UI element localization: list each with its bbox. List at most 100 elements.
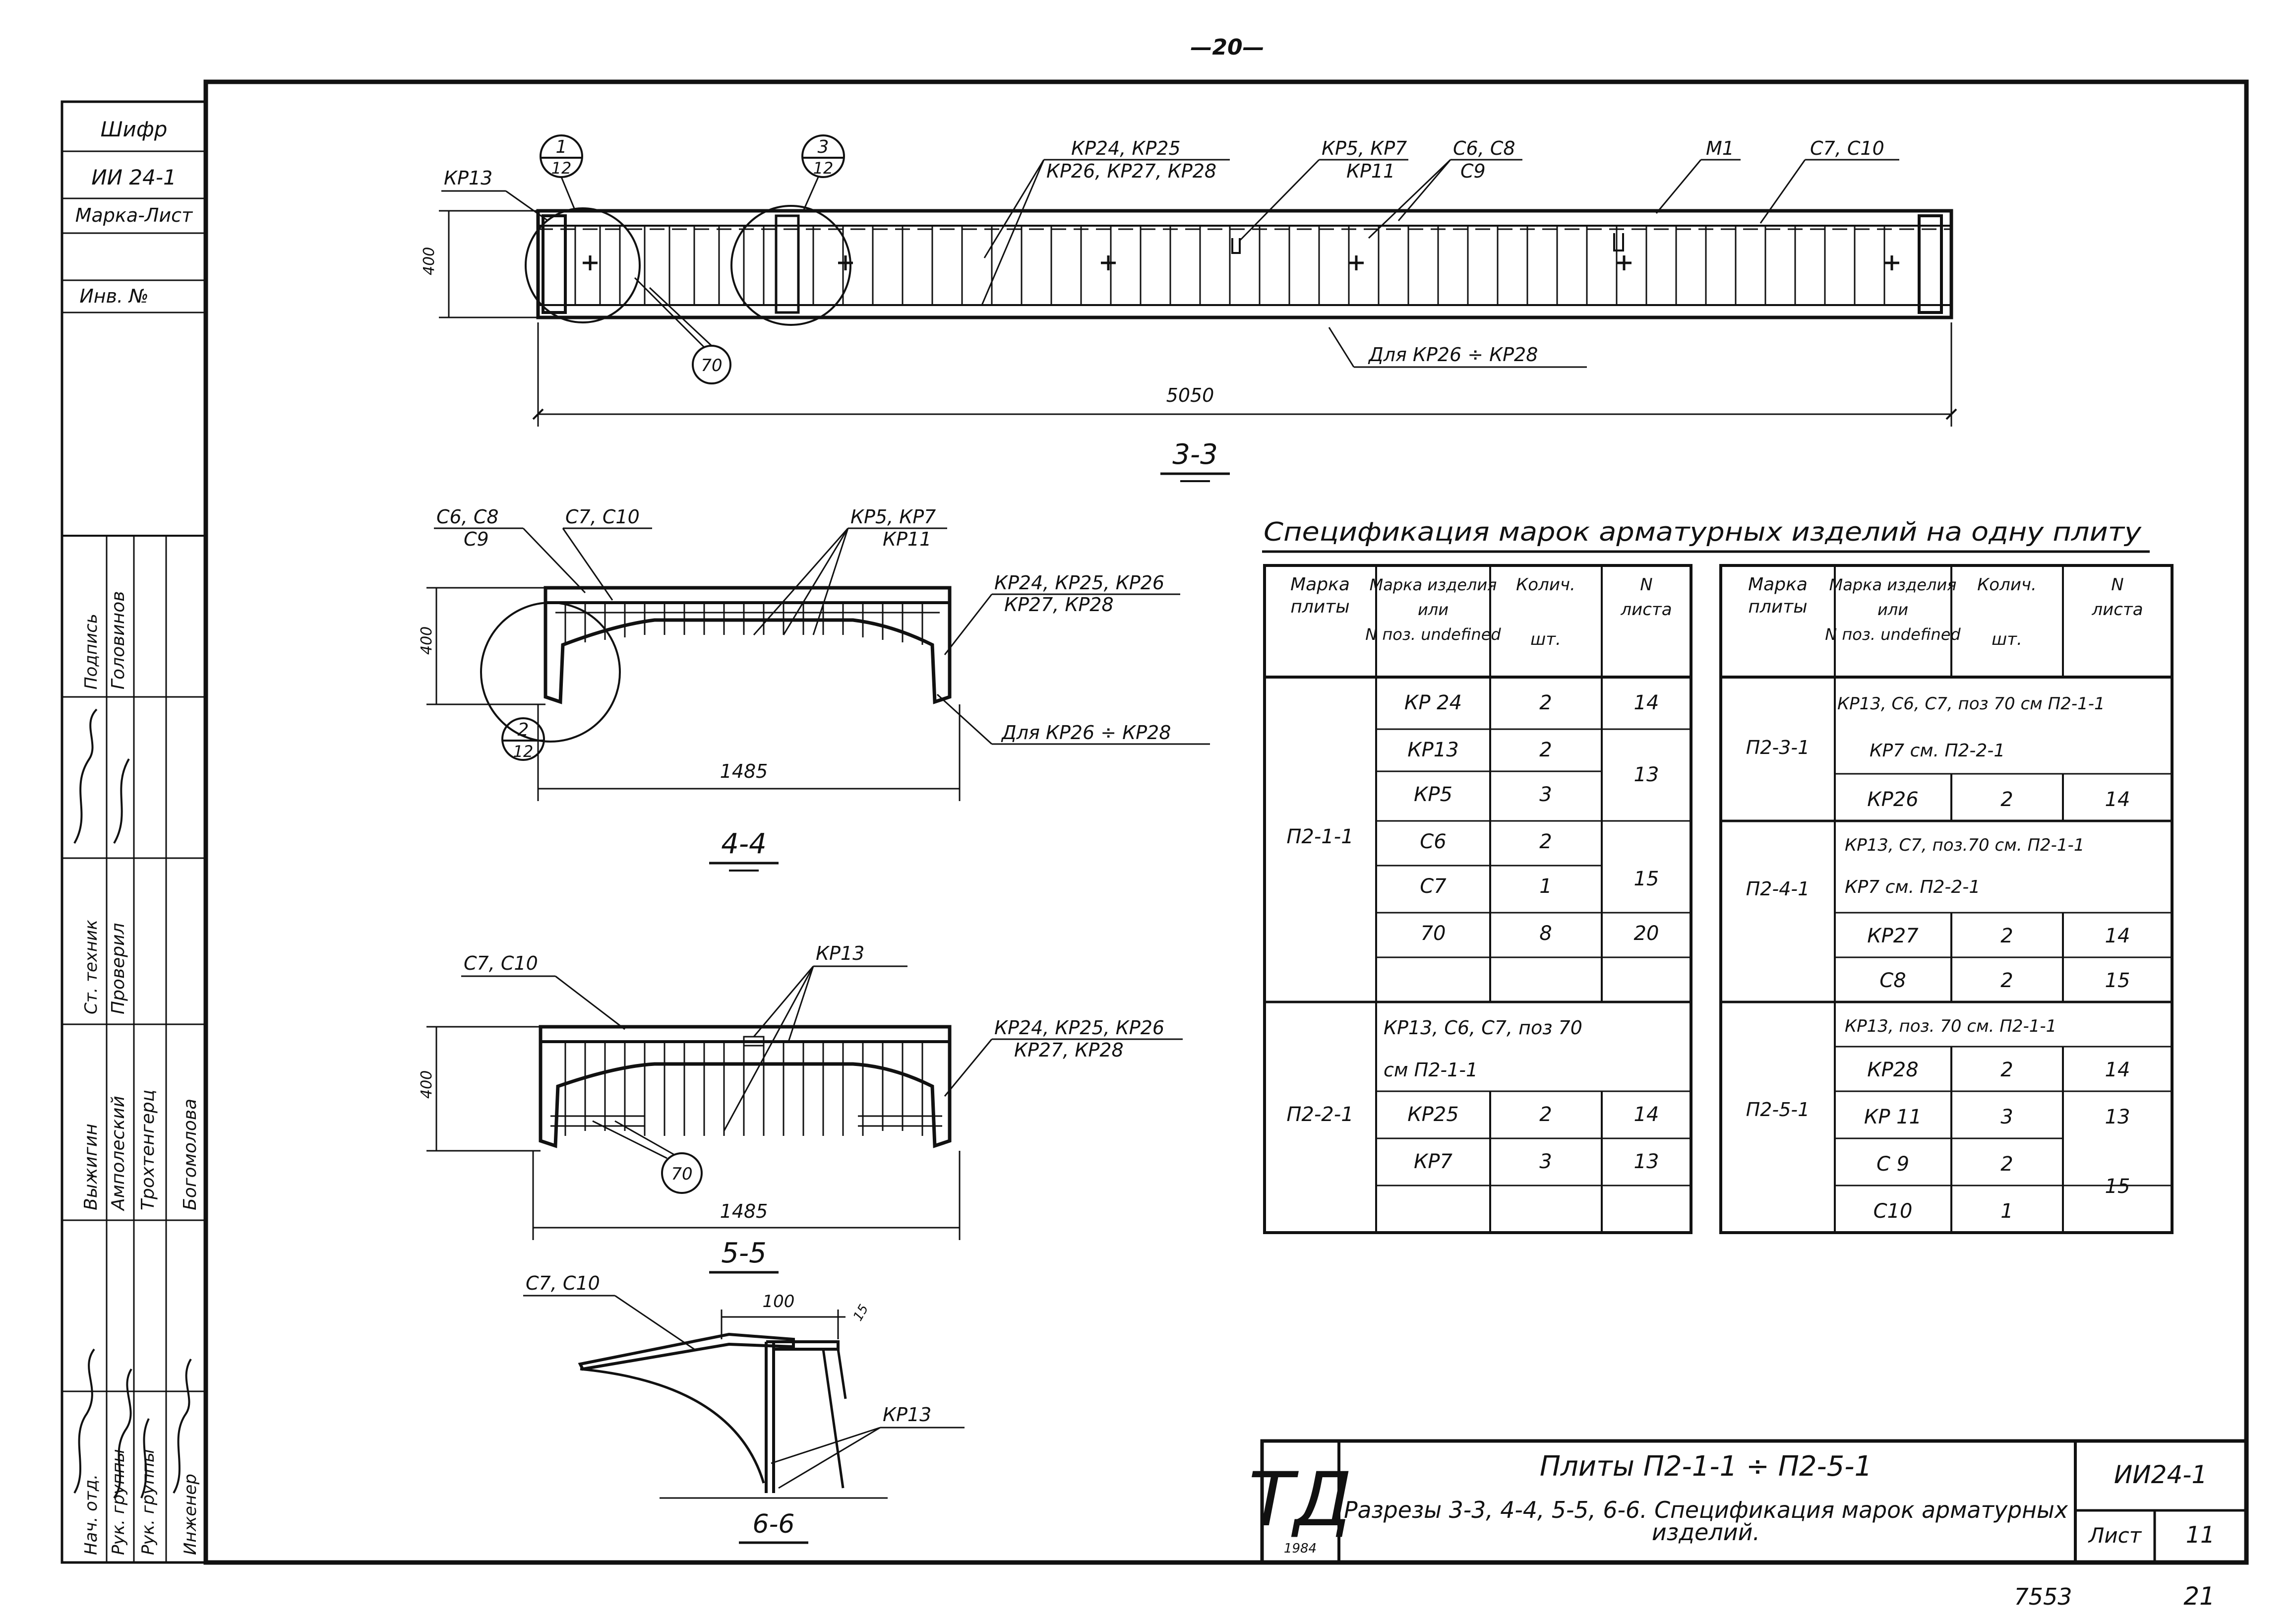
side-stamp: Шифр ИИ 24-1 Марка-Лист Инв. № Нач. отд.…	[60, 100, 207, 1564]
label-kr24-26-4: КР24, КР25, КР26	[994, 572, 1164, 594]
cipher-value: ИИ 24-1	[91, 165, 177, 189]
spec-qty: 3	[2000, 1106, 2013, 1128]
section-4-4: 2 12 С6, С8 С9 С7, С10 КР5, КР7 КР11 КР2…	[418, 506, 1210, 872]
spec-item: КР 24	[1404, 691, 1462, 714]
title-main: Плиты П2-1-1 ÷ П2-5-1	[1540, 1450, 1872, 1483]
label-c7-c10-5: С7, С10	[464, 952, 538, 974]
role-name-5: Проверил	[108, 923, 128, 1014]
spec-item: С10	[1873, 1200, 1913, 1223]
callout-2-bottom: 12	[513, 742, 534, 761]
spec-sheet: 14	[1634, 691, 1659, 714]
header-qty: шт.	[1992, 629, 2022, 649]
dim-width-4-4: 1485	[720, 760, 768, 782]
header-sheet: N	[1640, 575, 1652, 595]
signature-2	[140, 1358, 192, 1498]
spec-title: Спецификация марок арматурных изделий на…	[1264, 517, 2142, 547]
spec-sheet: 13	[1634, 1150, 1659, 1173]
spec-note: КР13, С7, поз.70 см. П2-1-1	[1845, 835, 2084, 855]
spec-item: КР28	[1867, 1059, 1918, 1081]
spec-qty: 2	[1539, 739, 1552, 761]
spec-sheet: 14	[1634, 1103, 1659, 1126]
logo-year: 1984	[1284, 1541, 1317, 1556]
spec-item: 70	[1421, 922, 1446, 945]
spec-sheet: 13	[1634, 763, 1659, 786]
spec-qty: 2	[1539, 1103, 1552, 1126]
label-kr24-26-5: КР24, КР25, КР26	[994, 1017, 1164, 1039]
label-kr26-28: КР26, КР27, КР28	[1046, 160, 1216, 182]
dim-height-5-5: 400	[418, 1070, 435, 1099]
role-title-1: Нач. отд.	[81, 1474, 101, 1555]
header-plate: Марка	[1748, 574, 1808, 595]
label-c7-c10: С7, С10	[1810, 137, 1884, 159]
spec-item: С6	[1420, 830, 1446, 853]
callout-1-bottom: 12	[551, 159, 572, 178]
spec-item: С7	[1420, 875, 1447, 898]
spec-sheet: 15	[1634, 868, 1659, 890]
label-kr24-25: КР24, КР25	[1071, 137, 1181, 159]
doc-code: ИИ24-1	[2114, 1460, 2207, 1489]
section-title-4-4: 4-4	[721, 828, 766, 860]
pos70-label: 70	[701, 356, 722, 375]
label-kr5-kr7: КР5, КР7	[1322, 137, 1407, 159]
spec-qty: 2	[1539, 691, 1552, 714]
pos70-label-5: 70	[671, 1164, 692, 1184]
spec-item: КР7	[1414, 1150, 1453, 1173]
dim-width-5-5: 1485	[720, 1200, 768, 1222]
spec-qty: 2	[2000, 969, 2013, 992]
spec-sheet: 14	[2105, 788, 2130, 811]
spec-tables: Спецификация марок арматурных изделий на…	[1262, 517, 2174, 1234]
label-kr27-28-5: КР27, КР28	[1014, 1039, 1124, 1061]
role-name-1: Выжигин	[81, 1124, 101, 1210]
mark-sheet-label: Марка-Лист	[75, 204, 193, 226]
spec-note: КР13, С6, С7, поз 70 см П2-1-1	[1837, 694, 2105, 714]
role-name-6: Головинов	[108, 591, 128, 689]
sheet-label: Лист	[2088, 1523, 2142, 1548]
spec-qty: 1	[1539, 875, 1552, 898]
title-block: ТД 1984 Плиты П2-1-1 ÷ П2-5-1 Разрезы 3-…	[1249, 1439, 2248, 1564]
signature-3	[73, 708, 130, 844]
role-title-6: Подпись	[81, 614, 101, 689]
role-name-4: Богомолова	[180, 1099, 200, 1210]
spec-note: КР13, поз. 70 см. П2-1-1	[1845, 1016, 2056, 1036]
spec-item: КР26	[1867, 788, 1918, 811]
spec-item: КР13	[1407, 739, 1458, 761]
footer-ref-2: 21	[2183, 1582, 2215, 1611]
spec-qty: 8	[1539, 922, 1552, 945]
label-kr5-kr7-4: КР5, КР7	[850, 506, 936, 528]
spec-item: КР 11	[1864, 1106, 1922, 1128]
callout-2-top: 2	[518, 720, 529, 740]
spec-qty: 3	[1539, 1150, 1552, 1173]
header-sheet: N	[2111, 575, 2123, 595]
logo-td: ТД	[1249, 1457, 1352, 1543]
label-kr13-5: КР13	[816, 942, 864, 964]
role-name-2: Амполеский	[108, 1096, 128, 1211]
spec-qty: 1	[2000, 1200, 2013, 1223]
label-kr13-6: КР13	[883, 1404, 931, 1426]
section-6-6: 100 15 С7, С10 КР13 6-6	[523, 1272, 965, 1544]
label-kr11: КР11	[1346, 160, 1395, 182]
callout-3-top: 3	[818, 137, 829, 157]
callout-3-bottom: 12	[813, 159, 834, 178]
spec-plate: П2-1-1	[1286, 825, 1353, 848]
title-subtitle-1: Разрезы 3-3, 4-4, 5-5, 6-6. Спецификация…	[1344, 1497, 2068, 1523]
spec-note: КР7 см. П2-2-1	[1845, 877, 1980, 897]
spec-sheet: 15	[2105, 1175, 2130, 1198]
label-c9-4: С9	[464, 528, 489, 550]
spec-item: КР25	[1407, 1103, 1458, 1126]
header-item: N поз. undefined	[1365, 625, 1501, 644]
spec-sheet: 14	[2105, 1059, 2130, 1081]
label-for-kr: Для КР26 ÷ КР28	[1368, 344, 1538, 366]
dim-height-3-3: 400	[421, 247, 438, 275]
dim-small: 15	[850, 1302, 872, 1324]
spec-note: см П2-1-1	[1384, 1059, 1478, 1081]
header-item: или	[1418, 600, 1449, 619]
spec-qty: 2	[2000, 1059, 2013, 1081]
spec-plate: П2-5-1	[1746, 1099, 1810, 1121]
spec-note: КР7 см. П2-2-1	[1870, 741, 2005, 761]
label-kr11-4: КР11	[883, 528, 931, 550]
page-number: —20—	[1190, 35, 1264, 60]
label-c6-c8-4: С6, С8	[436, 506, 499, 528]
callout-1-top: 1	[556, 137, 567, 157]
header-plate: плиты	[1748, 597, 1807, 617]
